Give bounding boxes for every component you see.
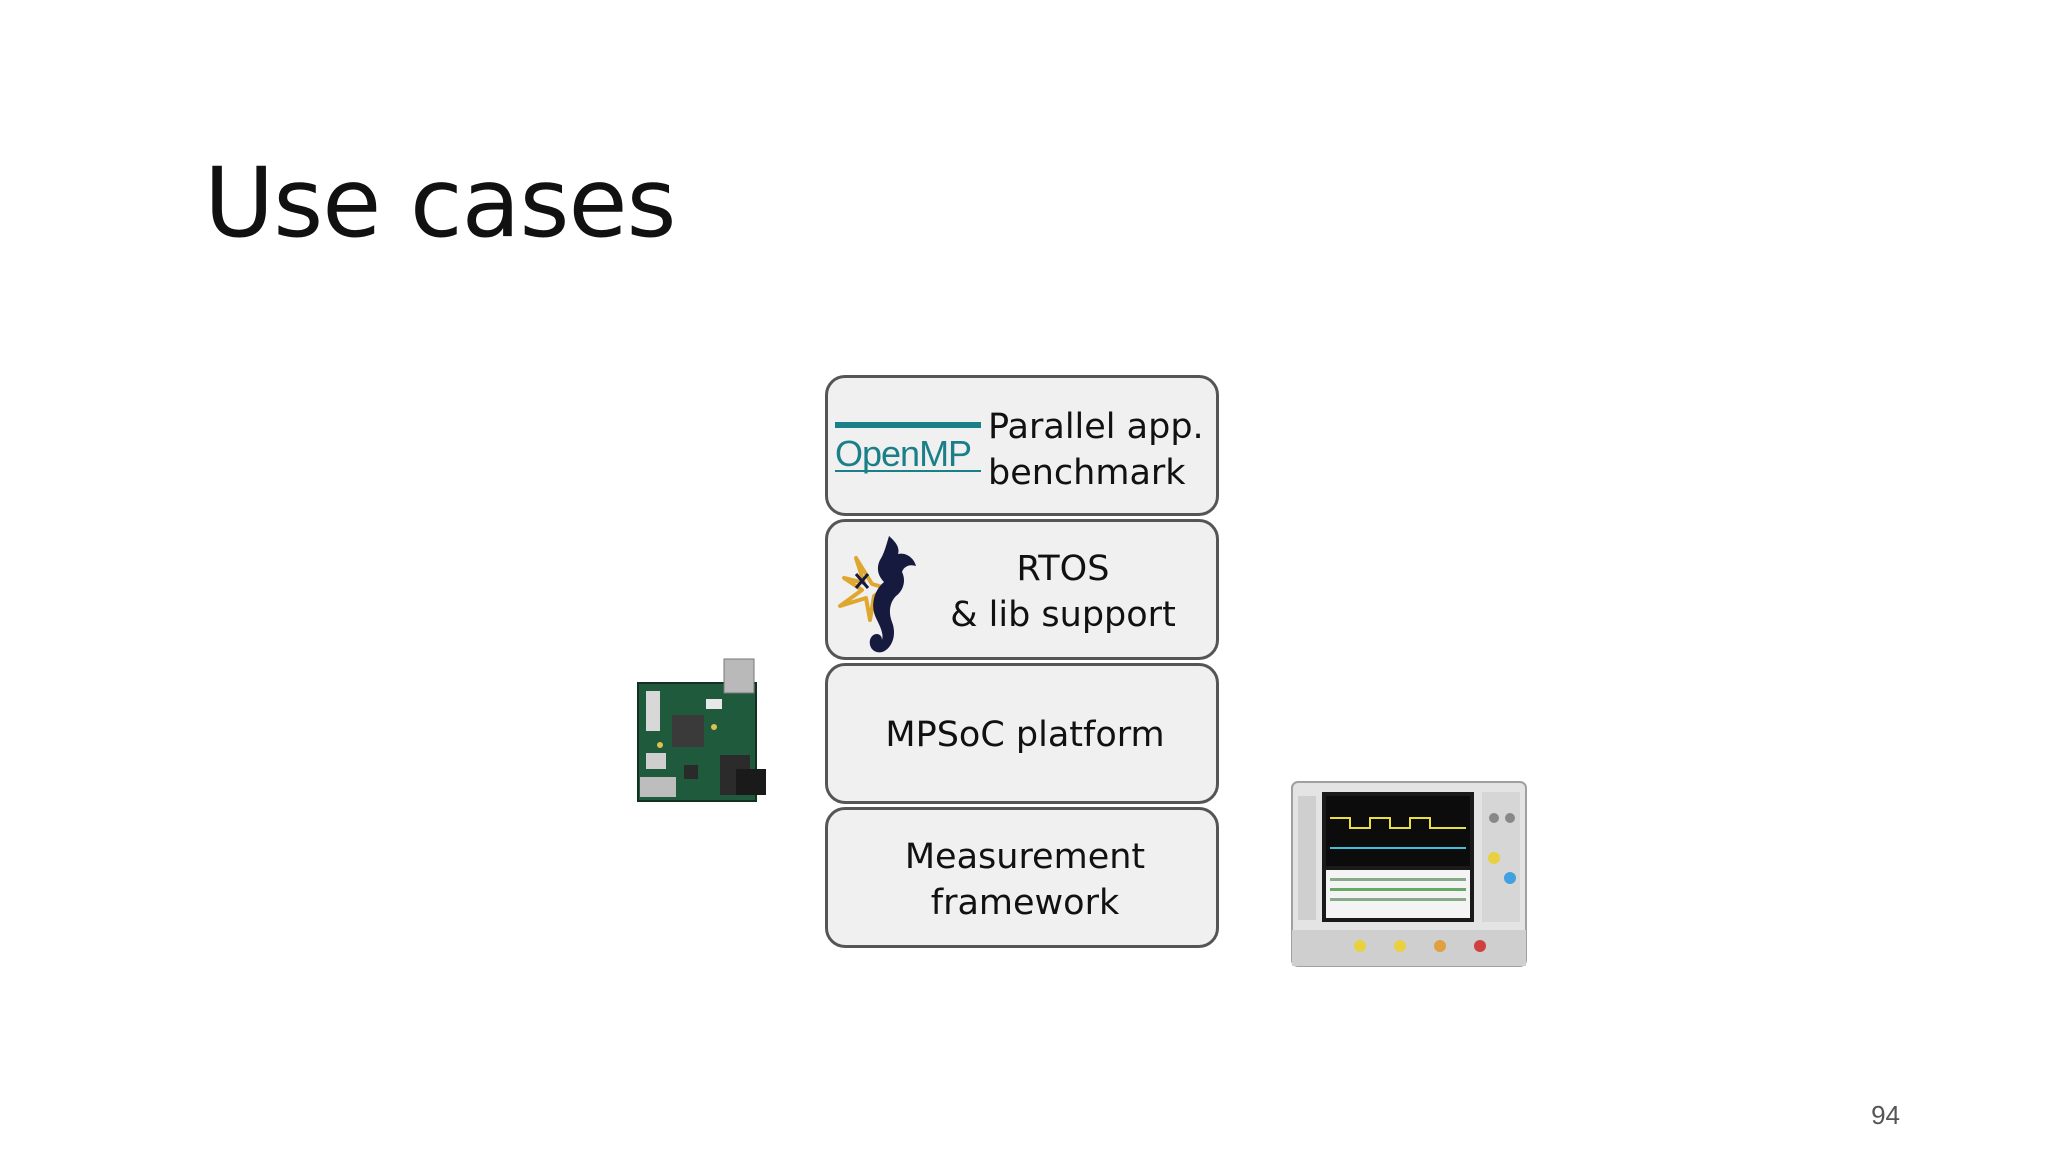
oscilloscope-image <box>1291 781 1527 967</box>
layer-label: MPSoC platform <box>885 715 1165 755</box>
stack-layer-parallel-app: OpenMP Parallel app. benchmark <box>825 375 1219 516</box>
slide-title: Use cases <box>204 147 677 259</box>
seahorse-logo <box>838 536 916 653</box>
stack-layer-rtos: RTOS & lib support <box>825 519 1219 660</box>
svg-text:OpenMP: OpenMP <box>835 433 971 474</box>
stack-layer-mpsoc: MPSoC platform <box>825 663 1219 804</box>
stack-layer-measurement: Measurement framework <box>825 807 1219 948</box>
openmp-logo: OpenMP <box>835 422 981 474</box>
layer-label: Parallel app. benchmark <box>988 407 1204 493</box>
page-number: 94 <box>1871 1100 1900 1130</box>
layer-label: Measurement framework <box>904 837 1146 923</box>
layer-label: RTOS & lib support <box>950 549 1176 635</box>
fpga-board-image <box>637 658 766 802</box>
